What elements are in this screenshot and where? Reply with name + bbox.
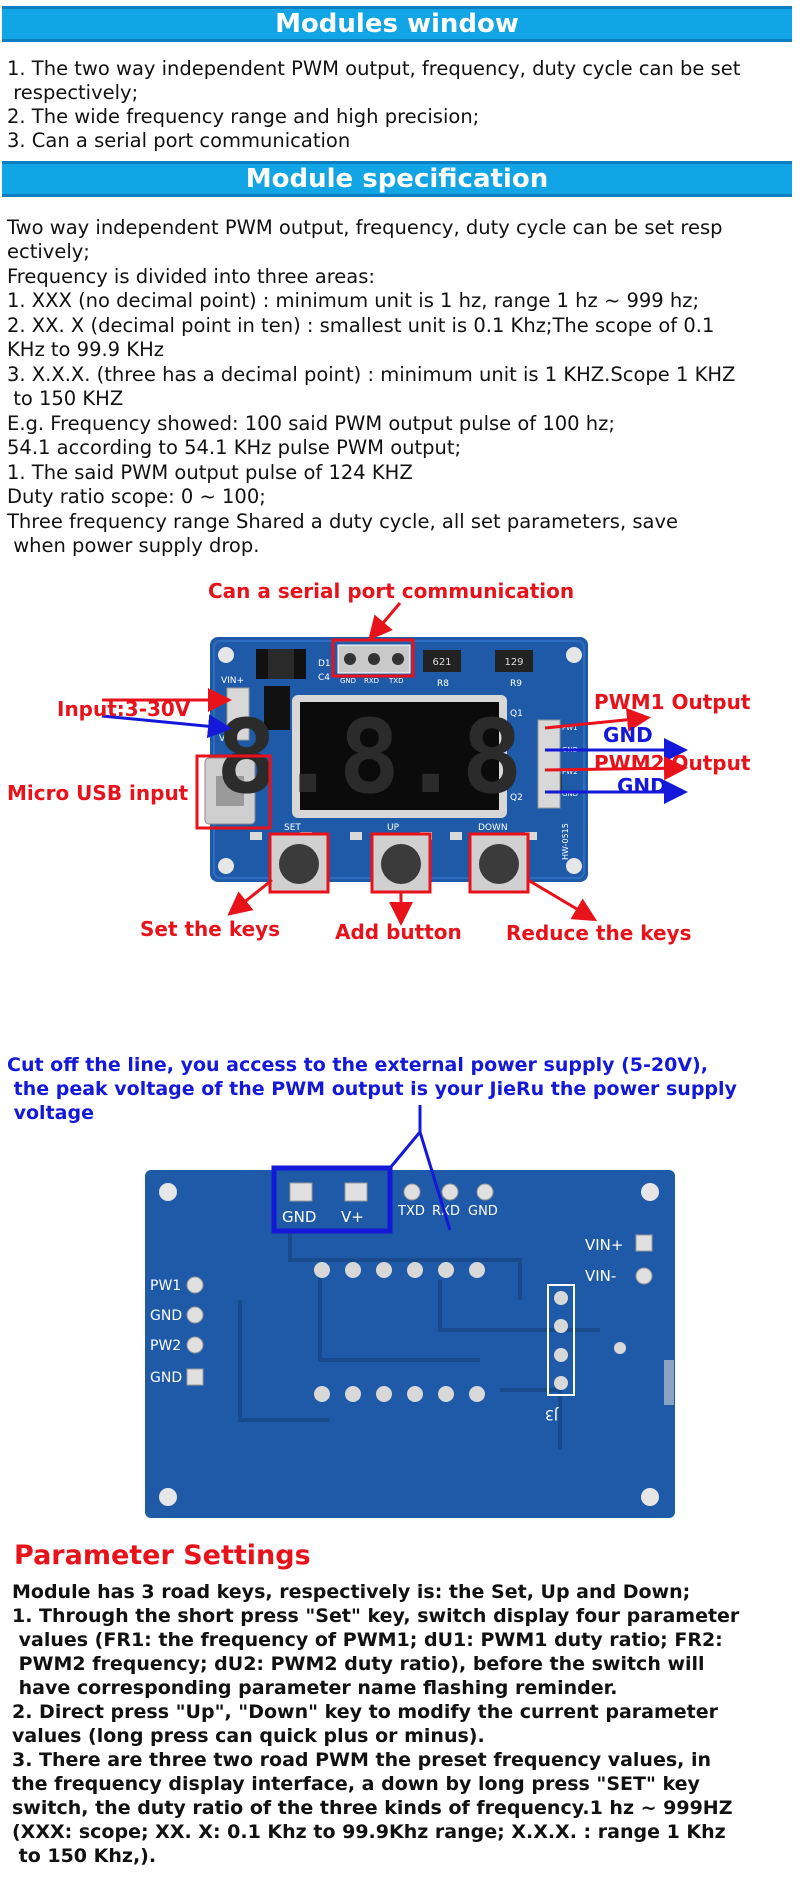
display-digits: 8.8.8. bbox=[216, 698, 584, 817]
label-gnd2: GND bbox=[617, 774, 667, 798]
modules-window-banner: Modules window bbox=[2, 6, 792, 42]
param-line: to 150 Khz,). bbox=[12, 1845, 157, 1867]
feature-line: 2. The wide frequency range and high pre… bbox=[7, 105, 480, 128]
silk-pw1: PW1 bbox=[562, 724, 578, 732]
param-line: switch, the duty ratio of the three kind… bbox=[12, 1797, 733, 1819]
silk-up: UP bbox=[387, 823, 400, 833]
silk-pin-rxd: RXD bbox=[364, 677, 379, 685]
note-line: Cut off the line, you access to the exte… bbox=[7, 1054, 708, 1076]
pad-gnd: GND bbox=[150, 1308, 182, 1324]
label-reduce-keys: Reduce the keys bbox=[506, 921, 692, 945]
label-add-button: Add button bbox=[335, 920, 462, 944]
pad-pw1: PW1 bbox=[150, 1278, 181, 1294]
feature-line: respectively; bbox=[7, 81, 139, 104]
label-pwm2: PWM2 Output bbox=[594, 751, 751, 775]
back-pcb bbox=[145, 1170, 675, 1518]
param-line: have corresponding parameter name flashi… bbox=[12, 1677, 618, 1699]
silk-c4: C4 bbox=[318, 673, 330, 683]
silk-q2: Q2 bbox=[510, 793, 523, 803]
spec-line: KHz to 99.9 KHz bbox=[7, 338, 164, 361]
silk-q1: Q1 bbox=[510, 709, 523, 719]
param-line: (XXX: scope; XX. X: 0.1 Khz to 99.9Khz r… bbox=[12, 1821, 726, 1843]
silk-pw2: PW2 bbox=[562, 768, 578, 776]
spec-line: ectively; bbox=[7, 240, 90, 263]
silk-pin-txd: TXD bbox=[388, 677, 403, 685]
button-set bbox=[270, 835, 328, 893]
param-line: 2. Direct press "Up", "Down" key to modi… bbox=[12, 1701, 718, 1723]
pad-gnd: GND bbox=[468, 1204, 498, 1219]
pad-gnd: GND bbox=[150, 1370, 182, 1386]
spec-line: Duty ratio scope: 0 ~ 100; bbox=[7, 485, 266, 508]
spec-line: E.g. Frequency showed: 100 said PWM outp… bbox=[7, 412, 615, 435]
resistor-label: 129 bbox=[504, 657, 523, 668]
silk-model: HW-0515 bbox=[561, 823, 570, 860]
spec-line: 2. XX. X (decimal point in ten) : smalle… bbox=[7, 314, 715, 337]
silk-r8: R8 bbox=[437, 679, 449, 689]
spec-line: 3. X.X.X. (three has a decimal point) : … bbox=[7, 363, 736, 386]
note-line: the peak voltage of the PWM output is yo… bbox=[7, 1078, 737, 1100]
silk-down: DOWN bbox=[478, 823, 508, 833]
button-add bbox=[372, 835, 430, 893]
pad-vin-minus: VIN- bbox=[585, 1267, 616, 1285]
param-line: the frequency display interface, a down … bbox=[12, 1773, 700, 1795]
label-input: Input:3-30V bbox=[57, 697, 191, 721]
silk-r9: R9 bbox=[510, 679, 522, 689]
silk-set: SET bbox=[284, 823, 301, 833]
resistor-label: 621 bbox=[432, 657, 451, 668]
spec-line: to 150 KHZ bbox=[7, 387, 124, 410]
parameter-settings-title: Parameter Settings bbox=[14, 1540, 311, 1571]
silk-out-gnd: GND bbox=[562, 790, 578, 798]
param-line: PWM2 frequency; dU2: PWM2 duty ratio), b… bbox=[12, 1653, 705, 1675]
label-pwm1: PWM1 Output bbox=[594, 690, 751, 714]
pad-txd: TXD bbox=[397, 1204, 425, 1219]
spec-line: 54.1 according to 54.1 KHz pulse PWM out… bbox=[7, 436, 462, 459]
pad-gnd: GND bbox=[282, 1208, 316, 1226]
note-line: voltage bbox=[7, 1102, 94, 1124]
spec-line: Two way independent PWM output, frequenc… bbox=[7, 216, 723, 239]
param-line: 1. Through the short press "Set" key, sw… bbox=[12, 1605, 740, 1627]
front-board-figure: 621 129 D1 C4 C3 R8 R9 Q1 Q2 VIN+ VIN- G… bbox=[101, 602, 688, 926]
silk-d1: D1 bbox=[318, 659, 331, 669]
silk-vin-plus: VIN+ bbox=[221, 676, 244, 686]
param-line: Module has 3 road keys, respectively is:… bbox=[12, 1581, 691, 1603]
silk-pin-gnd: GND bbox=[340, 677, 356, 685]
button-reduce bbox=[470, 835, 528, 893]
label-j3: J3 bbox=[545, 1406, 559, 1422]
pad-vin-plus: VIN+ bbox=[585, 1236, 623, 1254]
pad-vplus: V+ bbox=[341, 1208, 364, 1226]
spec-line: Three frequency range Shared a duty cycl… bbox=[7, 510, 678, 533]
param-line: values (FR1: the frequency of PWM1; dU1:… bbox=[12, 1629, 723, 1651]
label-usb: Micro USB input bbox=[7, 781, 189, 805]
spec-line: Frequency is divided into three areas: bbox=[7, 265, 375, 288]
label-gnd1: GND bbox=[603, 723, 653, 747]
spec-line: 1. The said PWM output pulse of 124 KHZ bbox=[7, 461, 413, 484]
feature-line: 3. Can a serial port communication bbox=[7, 129, 351, 152]
label-serial: Can a serial port communication bbox=[208, 579, 575, 603]
param-line: values (long press can quick plus or min… bbox=[12, 1725, 485, 1747]
spec-line: 1. XXX (no decimal point) : minimum unit… bbox=[7, 289, 700, 312]
label-set-keys: Set the keys bbox=[140, 917, 281, 941]
param-line: 3. There are three two road PWM the pres… bbox=[12, 1749, 712, 1771]
spec-line: when power supply drop. bbox=[7, 534, 260, 557]
pad-pw2: PW2 bbox=[150, 1338, 181, 1354]
back-board-figure: GND V+ TXD RXD GND VIN+ VIN- PW1 GND PW2… bbox=[145, 1105, 675, 1518]
feature-line: 1. The two way independent PWM output, f… bbox=[7, 57, 741, 80]
module-spec-banner: Module specification bbox=[2, 161, 792, 197]
pad-rxd: RXD bbox=[432, 1204, 460, 1219]
